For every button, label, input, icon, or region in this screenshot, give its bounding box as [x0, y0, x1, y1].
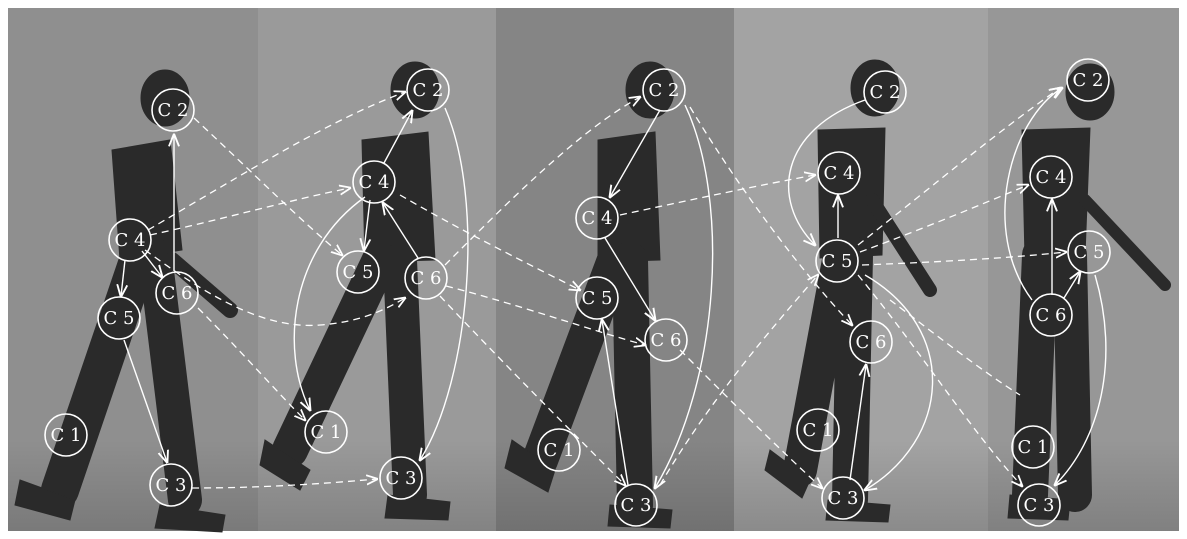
node-label: C 1 [803, 420, 834, 441]
node-label: C 6 [162, 283, 193, 304]
node-label: C 4 [1036, 167, 1067, 188]
node-label: C 3 [621, 495, 652, 516]
node-label: C 1 [544, 440, 575, 461]
node-label: C 4 [115, 230, 146, 251]
node-label: C 5 [582, 288, 613, 309]
node-label: C 2 [1073, 70, 1104, 91]
node-label: C 5 [104, 308, 135, 329]
node-label: C 6 [411, 268, 442, 289]
node-label: C 2 [649, 80, 680, 101]
node-label: C 1 [1018, 437, 1049, 458]
node-label: C 3 [828, 488, 859, 509]
node-label: C 6 [856, 332, 887, 353]
node-label: C 6 [1036, 305, 1067, 326]
node-label: C 5 [343, 262, 374, 283]
node-label: C 3 [386, 468, 417, 489]
node-label: C 1 [51, 425, 82, 446]
node-label: C 2 [870, 82, 901, 103]
node-label: C 3 [1024, 495, 1055, 516]
node-label: C 4 [824, 163, 855, 184]
node-label: C 4 [582, 208, 613, 229]
node-label: C 6 [651, 330, 682, 351]
node-label: C 5 [1074, 242, 1105, 263]
node-label: C 1 [311, 422, 342, 443]
node-label: C 2 [158, 100, 189, 121]
node-label: C 4 [359, 172, 390, 193]
node-label: C 5 [822, 251, 853, 272]
node-label: C 2 [413, 80, 444, 101]
node-label: C 3 [156, 475, 187, 496]
